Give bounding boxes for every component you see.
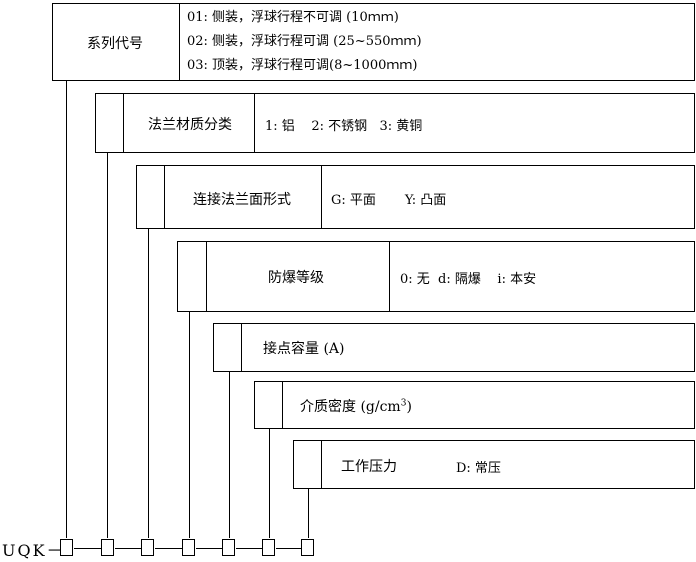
code-dash-3 (155, 548, 182, 549)
connector-line-6 (269, 428, 270, 538)
connector-line-3 (148, 228, 149, 538)
code-slot-7 (301, 539, 314, 556)
flange-material-options: 1: 铝 2: 不锈钢 3: 黄铜 (265, 119, 423, 134)
series-option-03: 03: 顶装，浮球行程可调(8~1000ｍｍ) (187, 58, 418, 73)
explosion-code-cell (178, 242, 207, 311)
connection-flange-box: 连接法兰面形式 G: 平面 Y: 凸面 (136, 165, 695, 229)
density-label-superscript: 3 (400, 398, 407, 409)
connection-code-cell (137, 166, 165, 228)
series-code-box: 系列代号 01: 侧装，浮球行程不可调 (10ｍｍ) 02: 侧装，浮球行程可调… (52, 3, 695, 81)
explosion-label: 防爆等级 (268, 270, 324, 286)
contact-capacity-label: 接点容量 (A) (263, 341, 345, 357)
connector-line-2 (107, 152, 108, 538)
flange-material-label-cell (96, 94, 255, 152)
code-slot-4 (182, 539, 195, 556)
code-dash-5 (236, 548, 262, 549)
connector-line-5 (229, 371, 230, 538)
pressure-code-cell (294, 441, 322, 488)
code-dash-2 (115, 548, 141, 549)
contact-code-cell (214, 324, 242, 371)
connection-options: G: 平面 Y: 凸面 (331, 193, 447, 208)
series-code-label-cell (53, 4, 180, 80)
flange-material-box: 法兰材质分类 1: 铝 2: 不锈钢 3: 黄铜 (95, 93, 695, 153)
connection-label: 连接法兰面形式 (193, 192, 291, 208)
series-option-01: 01: 侧装，浮球行程不可调 (10ｍｍ) (187, 10, 399, 25)
working-pressure-label: 工作压力 (341, 459, 397, 475)
connector-line-7 (308, 488, 309, 538)
density-label-main: 介质密度 (g/cm (300, 399, 401, 415)
explosion-options: 0: 无 d: 隔爆 i: 本安 (400, 272, 537, 287)
density-label-end: ) (406, 399, 412, 415)
series-code-label: 系列代号 (87, 36, 143, 52)
flange-material-code-cell (96, 94, 124, 152)
model-code-prefix: UQK－ (2, 541, 65, 560)
medium-density-box: 介质密度 (g/cm3) (254, 381, 695, 429)
explosion-grade-box: 防爆等级 0: 无 d: 隔爆 i: 本安 (177, 241, 695, 312)
code-slot-5 (222, 539, 235, 556)
code-dash-4 (196, 548, 222, 549)
contact-capacity-box: 接点容量 (A) (213, 323, 695, 372)
code-dash-1 (74, 548, 101, 549)
model-code-row: UQK－ (0, 534, 696, 562)
density-code-cell (255, 382, 283, 428)
code-slot-1 (60, 539, 73, 556)
explosion-label-cell (178, 242, 390, 311)
flange-material-label: 法兰材质分类 (148, 117, 232, 133)
connection-label-cell (137, 166, 322, 228)
medium-density-label: 介质密度 (g/cm3) (300, 396, 412, 416)
code-slot-2 (101, 539, 114, 556)
code-slot-6 (262, 539, 275, 556)
working-pressure-box: 工作压力 D: 常压 (293, 440, 695, 489)
series-option-02: 02: 侧装，浮球行程可调 (25~550ｍｍ) (187, 34, 422, 49)
connector-line-1 (66, 80, 67, 538)
working-pressure-options: D: 常压 (456, 461, 501, 476)
connector-line-4 (189, 311, 190, 538)
code-dash-6 (276, 548, 301, 549)
code-slot-3 (141, 539, 154, 556)
